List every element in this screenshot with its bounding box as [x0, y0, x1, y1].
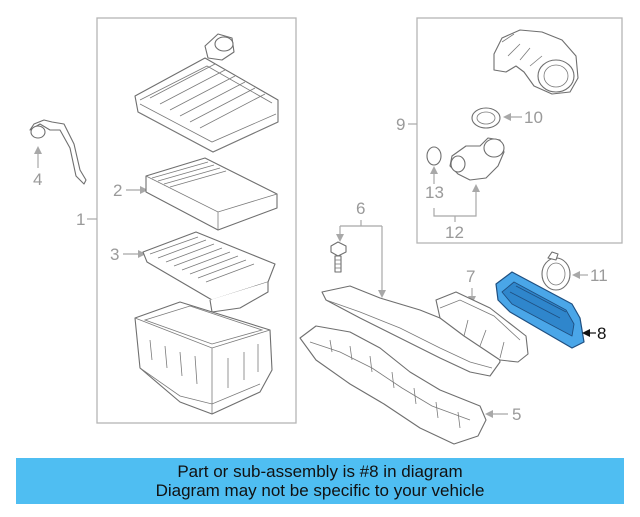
breather-hose[interactable] — [29, 119, 87, 185]
callout-12[interactable]: 12 — [433, 184, 480, 242]
callout-4[interactable]: 4 — [33, 146, 42, 189]
group-box-intake-hose — [416, 17, 623, 244]
air-intake-duct-lower[interactable] — [299, 325, 487, 445]
banner-line-2: Diagram may not be specific to your vehi… — [155, 481, 485, 500]
air-cleaner-lower-housing[interactable] — [134, 301, 273, 415]
svg-text:2: 2 — [113, 181, 122, 200]
group-box-air-cleaner — [96, 17, 297, 424]
svg-text:7: 7 — [466, 267, 475, 286]
svg-text:9: 9 — [396, 115, 405, 134]
svg-text:1: 1 — [76, 210, 85, 229]
o-ring[interactable] — [426, 146, 442, 166]
highlighted-part-8[interactable] — [495, 271, 585, 349]
svg-text:6: 6 — [356, 199, 365, 218]
info-banner: Part or sub-assembly is #8 in diagram Di… — [16, 458, 624, 504]
callout-13[interactable]: 13 — [425, 166, 444, 202]
svg-text:4: 4 — [33, 170, 42, 189]
air-intake-duct-upper[interactable] — [321, 285, 501, 377]
callout-1[interactable]: 1 — [76, 210, 97, 229]
clamp-10[interactable] — [471, 107, 501, 129]
svg-text:12: 12 — [445, 223, 464, 242]
intake-hose[interactable] — [493, 29, 579, 95]
callout-6[interactable]: 6 — [336, 199, 386, 298]
intake-elbow[interactable] — [449, 137, 505, 181]
svg-text:5: 5 — [512, 405, 521, 424]
svg-text:10: 10 — [524, 108, 543, 127]
resonator-element[interactable] — [142, 231, 276, 313]
callout-11[interactable]: 11 — [572, 266, 608, 285]
air-cleaner-cover[interactable] — [134, 33, 279, 153]
callout-2[interactable]: 2 — [113, 181, 148, 200]
svg-text:8: 8 — [597, 324, 606, 343]
resonator[interactable] — [435, 291, 529, 363]
svg-text:13: 13 — [425, 183, 444, 202]
callout-5[interactable]: 5 — [485, 405, 521, 424]
svg-text:3: 3 — [110, 245, 119, 264]
banner-line-1: Part or sub-assembly is #8 in diagram — [177, 462, 463, 481]
bolt[interactable] — [330, 241, 347, 273]
hose-clamp[interactable] — [541, 251, 571, 291]
air-filter-element[interactable] — [145, 157, 278, 231]
callout-9[interactable]: 9 — [396, 115, 417, 134]
callout-3[interactable]: 3 — [110, 245, 146, 264]
callout-8[interactable]: 8 — [582, 324, 606, 343]
callout-10[interactable]: 10 — [503, 108, 543, 127]
svg-text:11: 11 — [590, 266, 608, 285]
